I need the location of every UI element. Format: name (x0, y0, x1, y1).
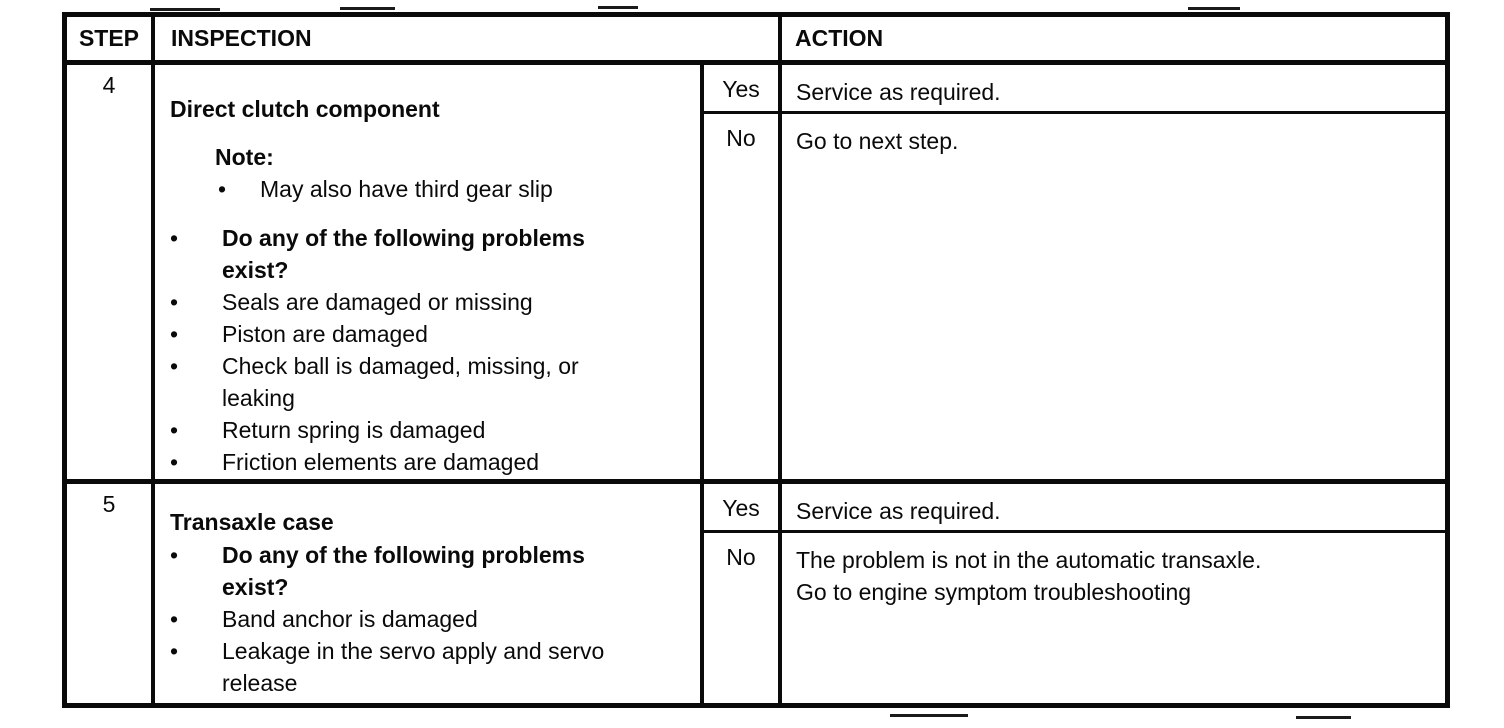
note-label: Note: (215, 144, 274, 170)
header-inspection: INSPECTION (155, 17, 782, 60)
outcome-label-yes: Yes (704, 65, 782, 111)
bullet-item: • Do any of the following problems exist… (170, 539, 688, 603)
bullet-icon: • (170, 542, 179, 568)
note-bullet-item: • May also have third gear slip (215, 173, 688, 205)
bullet-text: Leakage in the servo apply and servo rel… (222, 638, 605, 696)
step-number: 4 (67, 65, 155, 479)
bullet-icon: • (170, 321, 179, 347)
bullet-item: • Do any of the following problems exist… (170, 222, 688, 286)
bullet-icon: • (170, 449, 179, 475)
bullet-icon: • (170, 225, 179, 251)
bullet-item: • Piston are damaged (170, 318, 688, 350)
bullet-item: • Leakage in the servo apply and servo r… (170, 635, 688, 699)
bullet-icon: • (170, 606, 179, 632)
outcome-row-yes: Yes Service as required. (704, 65, 1445, 114)
bullet-text: Piston are damaged (222, 321, 428, 347)
action-text: The problem is not in the automatic tran… (796, 547, 1262, 605)
bullet-icon: • (170, 638, 179, 664)
bullet-item: • Band anchor is damaged (170, 603, 688, 635)
bullet-icon: • (170, 353, 179, 379)
bullet-text: Band anchor is damaged (222, 606, 478, 632)
table-row-step-4: 4 Direct clutch component Note: • May al… (67, 65, 1445, 484)
scan-artifact (1296, 716, 1351, 719)
bullet-icon: • (218, 176, 227, 202)
outcome-label-yes: Yes (704, 484, 782, 530)
bullet-item: • Check ball is damaged, missing, or lea… (170, 350, 688, 414)
table-row-step-5: 5 Transaxle case • Do any of the followi… (67, 484, 1445, 703)
note-block: Note: • May also have third gear slip (215, 141, 688, 205)
inspection-cell: Transaxle case • Do any of the following… (155, 484, 704, 703)
outcome-panel: Yes Service as required. No The problem … (704, 484, 1445, 703)
bullet-text: Return spring is damaged (222, 417, 486, 443)
bullet-text: Check ball is damaged, missing, or leaki… (222, 353, 579, 411)
action-text: Service as required. (796, 498, 1001, 524)
bullet-item: • Seals are damaged or missing (170, 286, 688, 318)
action-text: Service as required. (796, 79, 1001, 105)
outcome-panel: Yes Service as required. No Go to next s… (704, 65, 1445, 479)
action-text: Go to next step. (796, 128, 959, 154)
outcome-row-yes: Yes Service as required. (704, 484, 1445, 533)
scan-artifact (1188, 7, 1240, 10)
outcome-row-no: No The problem is not in the automatic t… (704, 533, 1445, 703)
bullet-text: Do any of the following problems exist? (222, 542, 585, 600)
troubleshooting-table: STEP INSPECTION ACTION 4 Direct clutch c… (62, 12, 1450, 708)
inspection-bullet-list: • Do any of the following problems exist… (170, 222, 688, 478)
inspection-title: Direct clutch component (170, 96, 440, 122)
bullet-icon: • (170, 289, 179, 315)
scan-artifact (598, 6, 638, 9)
bullet-text: Friction elements are damaged (222, 449, 540, 475)
scan-artifact (890, 714, 968, 717)
outcome-label-no: No (704, 114, 782, 479)
table-header-row: STEP INSPECTION ACTION (67, 17, 1445, 65)
outcome-label-no: No (704, 533, 782, 703)
scan-artifact (340, 7, 395, 10)
bullet-icon: • (170, 417, 179, 443)
outcome-row-no: No Go to next step. (704, 114, 1445, 479)
header-action: ACTION (795, 25, 884, 51)
bullet-item: • Return spring is damaged (170, 414, 688, 446)
step-number: 5 (67, 484, 155, 703)
inspection-cell: Direct clutch component Note: • May also… (155, 65, 704, 479)
bullet-text: Seals are damaged or missing (222, 289, 533, 315)
scan-artifact (150, 8, 220, 11)
note-bullet-text: May also have third gear slip (260, 176, 553, 202)
bullet-text: Do any of the following problems exist? (222, 225, 585, 283)
inspection-bullet-list: • Do any of the following problems exist… (170, 539, 688, 699)
bullet-item: • Friction elements are damaged (170, 446, 688, 478)
header-step: STEP (67, 17, 155, 60)
inspection-title: Transaxle case (170, 509, 334, 535)
